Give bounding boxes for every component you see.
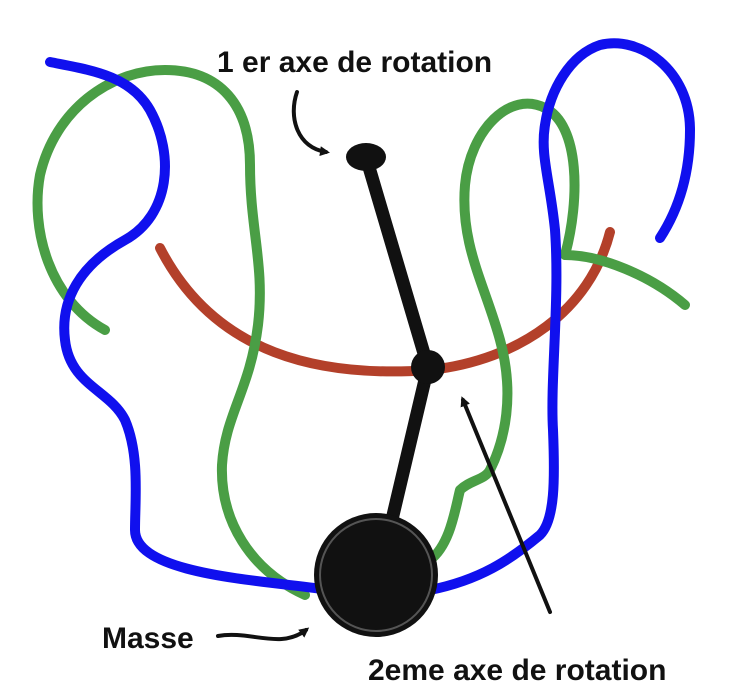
first-pendulum-arm <box>359 150 435 374</box>
first-axis-label: 1 er axe de rotation <box>217 46 492 79</box>
second-axis-arrow-icon <box>460 396 552 614</box>
red-arc-path <box>155 227 615 377</box>
second-axis-label: 2eme axe de rotation <box>368 654 666 687</box>
second-pendulum-arm <box>383 360 435 535</box>
mass-circle <box>314 513 438 637</box>
blue-trajectory-path <box>45 38 695 595</box>
mass-circle-outline <box>319 518 433 632</box>
mass-label: Masse <box>102 622 194 655</box>
second-axis-joint <box>411 350 445 384</box>
green-trajectory-path <box>32 65 690 600</box>
first-axis-arrow-icon <box>291 90 330 157</box>
mass-arrow-icon <box>216 627 310 642</box>
first-axis-pivot <box>346 143 386 171</box>
